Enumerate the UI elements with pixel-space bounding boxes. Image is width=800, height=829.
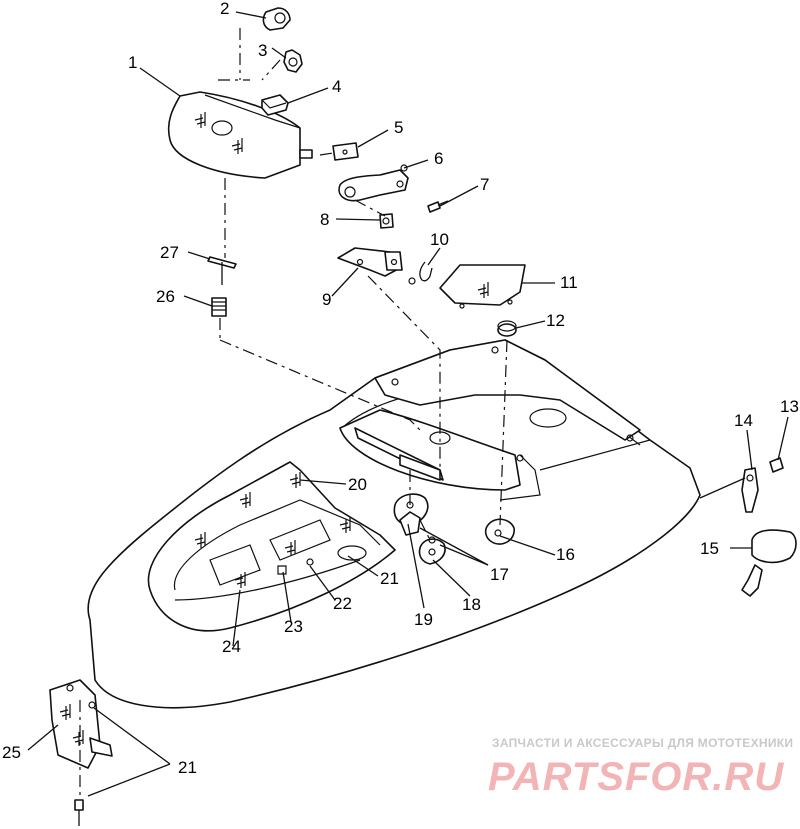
callout-3: 3: [258, 41, 267, 60]
callout-7: 7: [480, 175, 489, 194]
watermark: ЗАПЧАСТИ И АКСЕССУАРЫ ДЛЯ МОТОТЕХНИКИ PA…: [488, 736, 793, 799]
callout-10: 10: [430, 230, 449, 249]
callout-6: 6: [434, 149, 443, 168]
callout-14: 14: [734, 411, 753, 430]
callout-21: 21: [380, 569, 399, 588]
front-light-bracket: [49, 679, 113, 826]
callout-2: 2: [220, 0, 229, 18]
callout-16: 16: [556, 545, 575, 564]
watermark-tagline: ЗАПЧАСТИ И АКСЕССУАРЫ ДЛЯ МОТОТЕХНИКИ: [492, 736, 793, 750]
callout-15: 15: [700, 539, 719, 558]
callout-26: 26: [156, 287, 175, 306]
callout-8: 8: [320, 210, 329, 229]
hood-body: [87, 339, 701, 709]
callout-19: 19: [414, 610, 433, 629]
callout-20: 20: [348, 475, 367, 494]
mirror-assembly: [699, 457, 797, 597]
callout-5: 5: [394, 118, 403, 137]
callout-25: 25: [2, 743, 21, 762]
watermark-brand: PARTSFOR.RU: [488, 755, 784, 799]
headlight-assembly: [167, 7, 313, 179]
callout-11: 11: [560, 273, 578, 292]
spring-and-pin: [207, 256, 237, 317]
bracket-parts: [332, 142, 526, 337]
callout-17: 17: [490, 565, 509, 584]
callout-21-front: 21: [178, 758, 197, 777]
callout-1: 1: [128, 53, 137, 72]
callout-9: 9: [322, 290, 331, 309]
callout-12: 12: [546, 311, 565, 330]
callout-23: 23: [284, 617, 303, 636]
callout-18: 18: [462, 595, 481, 614]
callout-13: 13: [780, 397, 799, 416]
callout-22: 22: [333, 594, 352, 613]
leader-lines: [27, 11, 789, 797]
fastener-parts: [393, 493, 515, 565]
callout-numbers: 1 2 3 4 5 6 7 8 9 10 11 12 13 14 15 16 1…: [2, 0, 799, 777]
callout-27: 27: [160, 243, 179, 262]
callout-4: 4: [332, 77, 341, 96]
callout-24: 24: [222, 637, 241, 656]
